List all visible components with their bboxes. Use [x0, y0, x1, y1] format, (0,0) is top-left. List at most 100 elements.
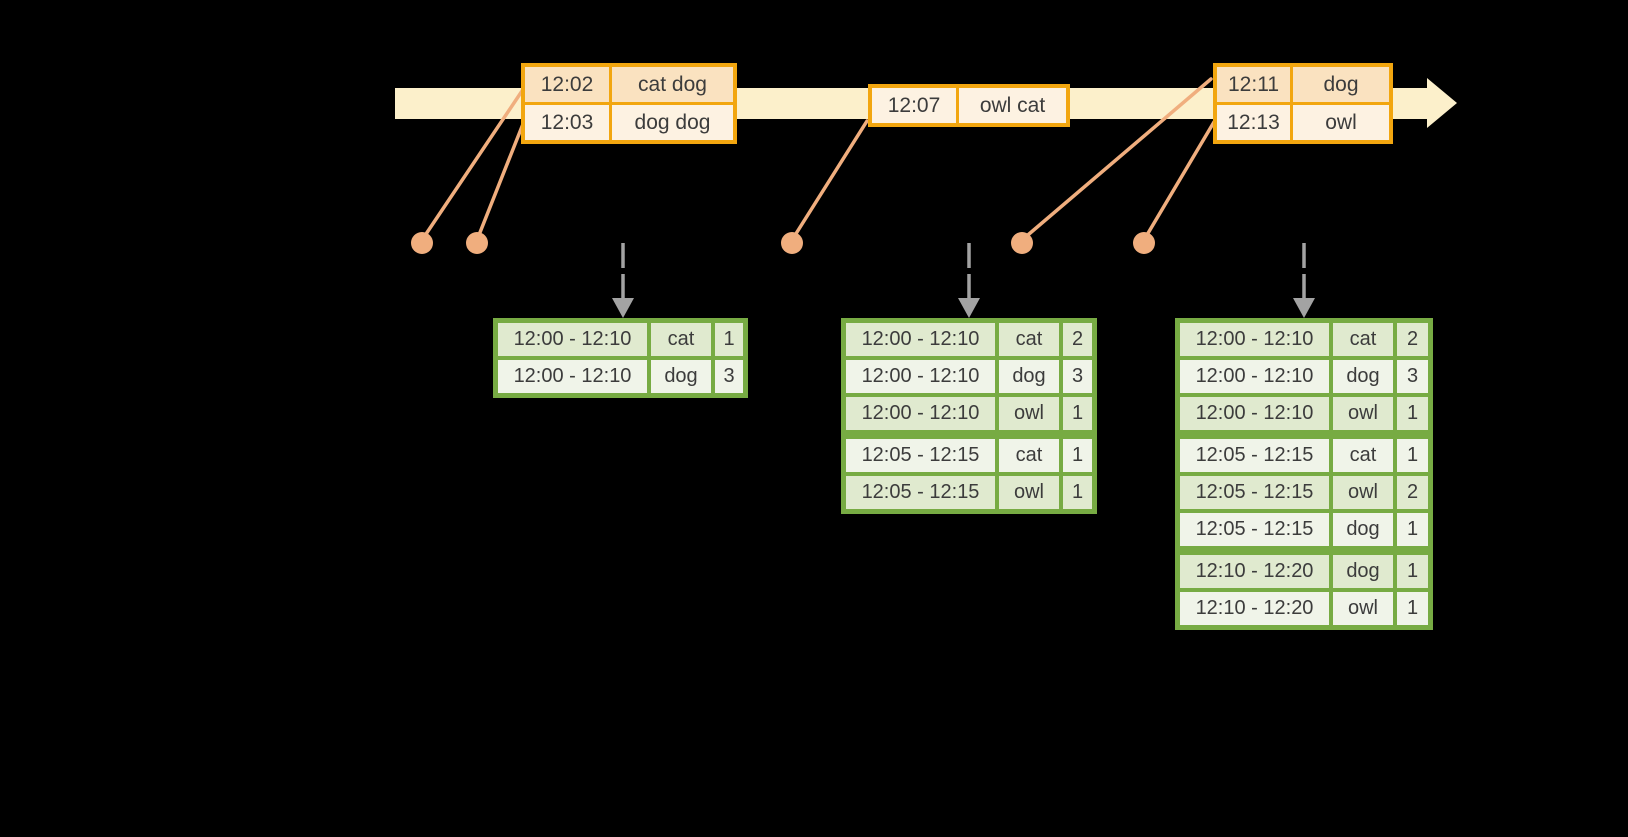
table-cell: dog — [1329, 546, 1397, 592]
table-cell: 12:00 - 12:10 — [1175, 318, 1333, 360]
trigger-arrow — [1293, 243, 1315, 318]
event-dot — [466, 232, 488, 254]
event-dot — [411, 232, 433, 254]
event-connector-line — [1142, 120, 1216, 242]
table-cell: 12:05 - 12:15 — [1175, 509, 1333, 553]
arrowhead-down-icon — [958, 298, 980, 318]
trigger-arrow — [958, 243, 980, 318]
arrowhead-down-icon — [612, 298, 634, 318]
table-cell: 3 — [1393, 356, 1433, 397]
table-cell: 12:00 - 12:10 — [841, 318, 999, 360]
table-cell: 1 — [1059, 393, 1097, 437]
table-cell: 12:11 — [1213, 63, 1293, 105]
table-cell: 12:00 - 12:10 — [1175, 393, 1333, 437]
table-cell: dog — [1290, 63, 1393, 105]
table-cell: dog — [1329, 509, 1397, 553]
table-cell: 12:10 - 12:20 — [1175, 546, 1333, 592]
table-cell: owl — [995, 472, 1063, 514]
table-cell: dog — [647, 356, 715, 398]
event-connector-line — [790, 119, 869, 242]
table-cell: 12:03 — [521, 102, 612, 144]
table-cell: cat — [995, 430, 1063, 476]
table-cell: cat dog — [609, 63, 737, 105]
table-cell: 1 — [1393, 430, 1433, 476]
table-cell: 1 — [1393, 509, 1433, 553]
table-cell: 3 — [711, 356, 748, 398]
table-cell: 12:05 - 12:15 — [841, 472, 999, 514]
event-connector-lines — [420, 77, 1216, 242]
table-cell: 12:05 - 12:15 — [1175, 430, 1333, 476]
table-cell: 1 — [1393, 546, 1433, 592]
event-dots — [411, 232, 1155, 254]
table-cell: owl cat — [956, 84, 1070, 127]
table-cell: 12:02 — [521, 63, 612, 105]
table-cell: 1 — [1393, 588, 1433, 630]
table-cell: owl — [995, 393, 1063, 437]
table-cell: 12:00 - 12:10 — [841, 393, 999, 437]
table-cell: 12:10 - 12:20 — [1175, 588, 1333, 630]
table-cell: 1 — [1393, 393, 1433, 437]
table-cell: 12:13 — [1213, 102, 1293, 144]
table-cell: 12:05 - 12:15 — [841, 430, 999, 476]
table-cell: 2 — [1393, 472, 1433, 513]
arrowhead-down-icon — [1293, 298, 1315, 318]
table-cell: cat — [995, 318, 1063, 360]
trigger-arrow — [612, 243, 634, 318]
table-cell: 12:07 — [868, 84, 959, 127]
table-cell: 12:00 - 12:10 — [493, 356, 651, 398]
table-cell: 1 — [1059, 472, 1097, 514]
event-dot — [781, 232, 803, 254]
table-cell: 12:00 - 12:10 — [1175, 356, 1333, 397]
timeline-arrowhead-icon — [1427, 78, 1457, 128]
table-cell: cat — [1329, 318, 1397, 360]
table-cell: dog dog — [609, 102, 737, 144]
event-dot — [1133, 232, 1155, 254]
table-cell: owl — [1329, 588, 1397, 630]
table-cell: 2 — [1059, 318, 1097, 360]
table-cell: 2 — [1393, 318, 1433, 360]
event-connector-line — [420, 86, 526, 242]
table-cell: 12:00 - 12:10 — [841, 356, 999, 397]
table-cell: 1 — [711, 318, 748, 360]
table-cell: dog — [1329, 356, 1397, 397]
table-cell: 12:05 - 12:15 — [1175, 472, 1333, 513]
table-cell: cat — [1329, 430, 1397, 476]
table-cell: owl — [1290, 102, 1393, 144]
table-cell: owl — [1329, 393, 1397, 437]
table-cell: dog — [995, 356, 1063, 397]
table-cell: 1 — [1059, 430, 1097, 476]
table-cell: 3 — [1059, 356, 1097, 397]
trigger-arrows — [612, 243, 1315, 318]
event-connector-line — [1020, 77, 1213, 242]
event-connector-line — [475, 122, 525, 242]
table-cell: owl — [1329, 472, 1397, 513]
table-cell: cat — [647, 318, 715, 360]
